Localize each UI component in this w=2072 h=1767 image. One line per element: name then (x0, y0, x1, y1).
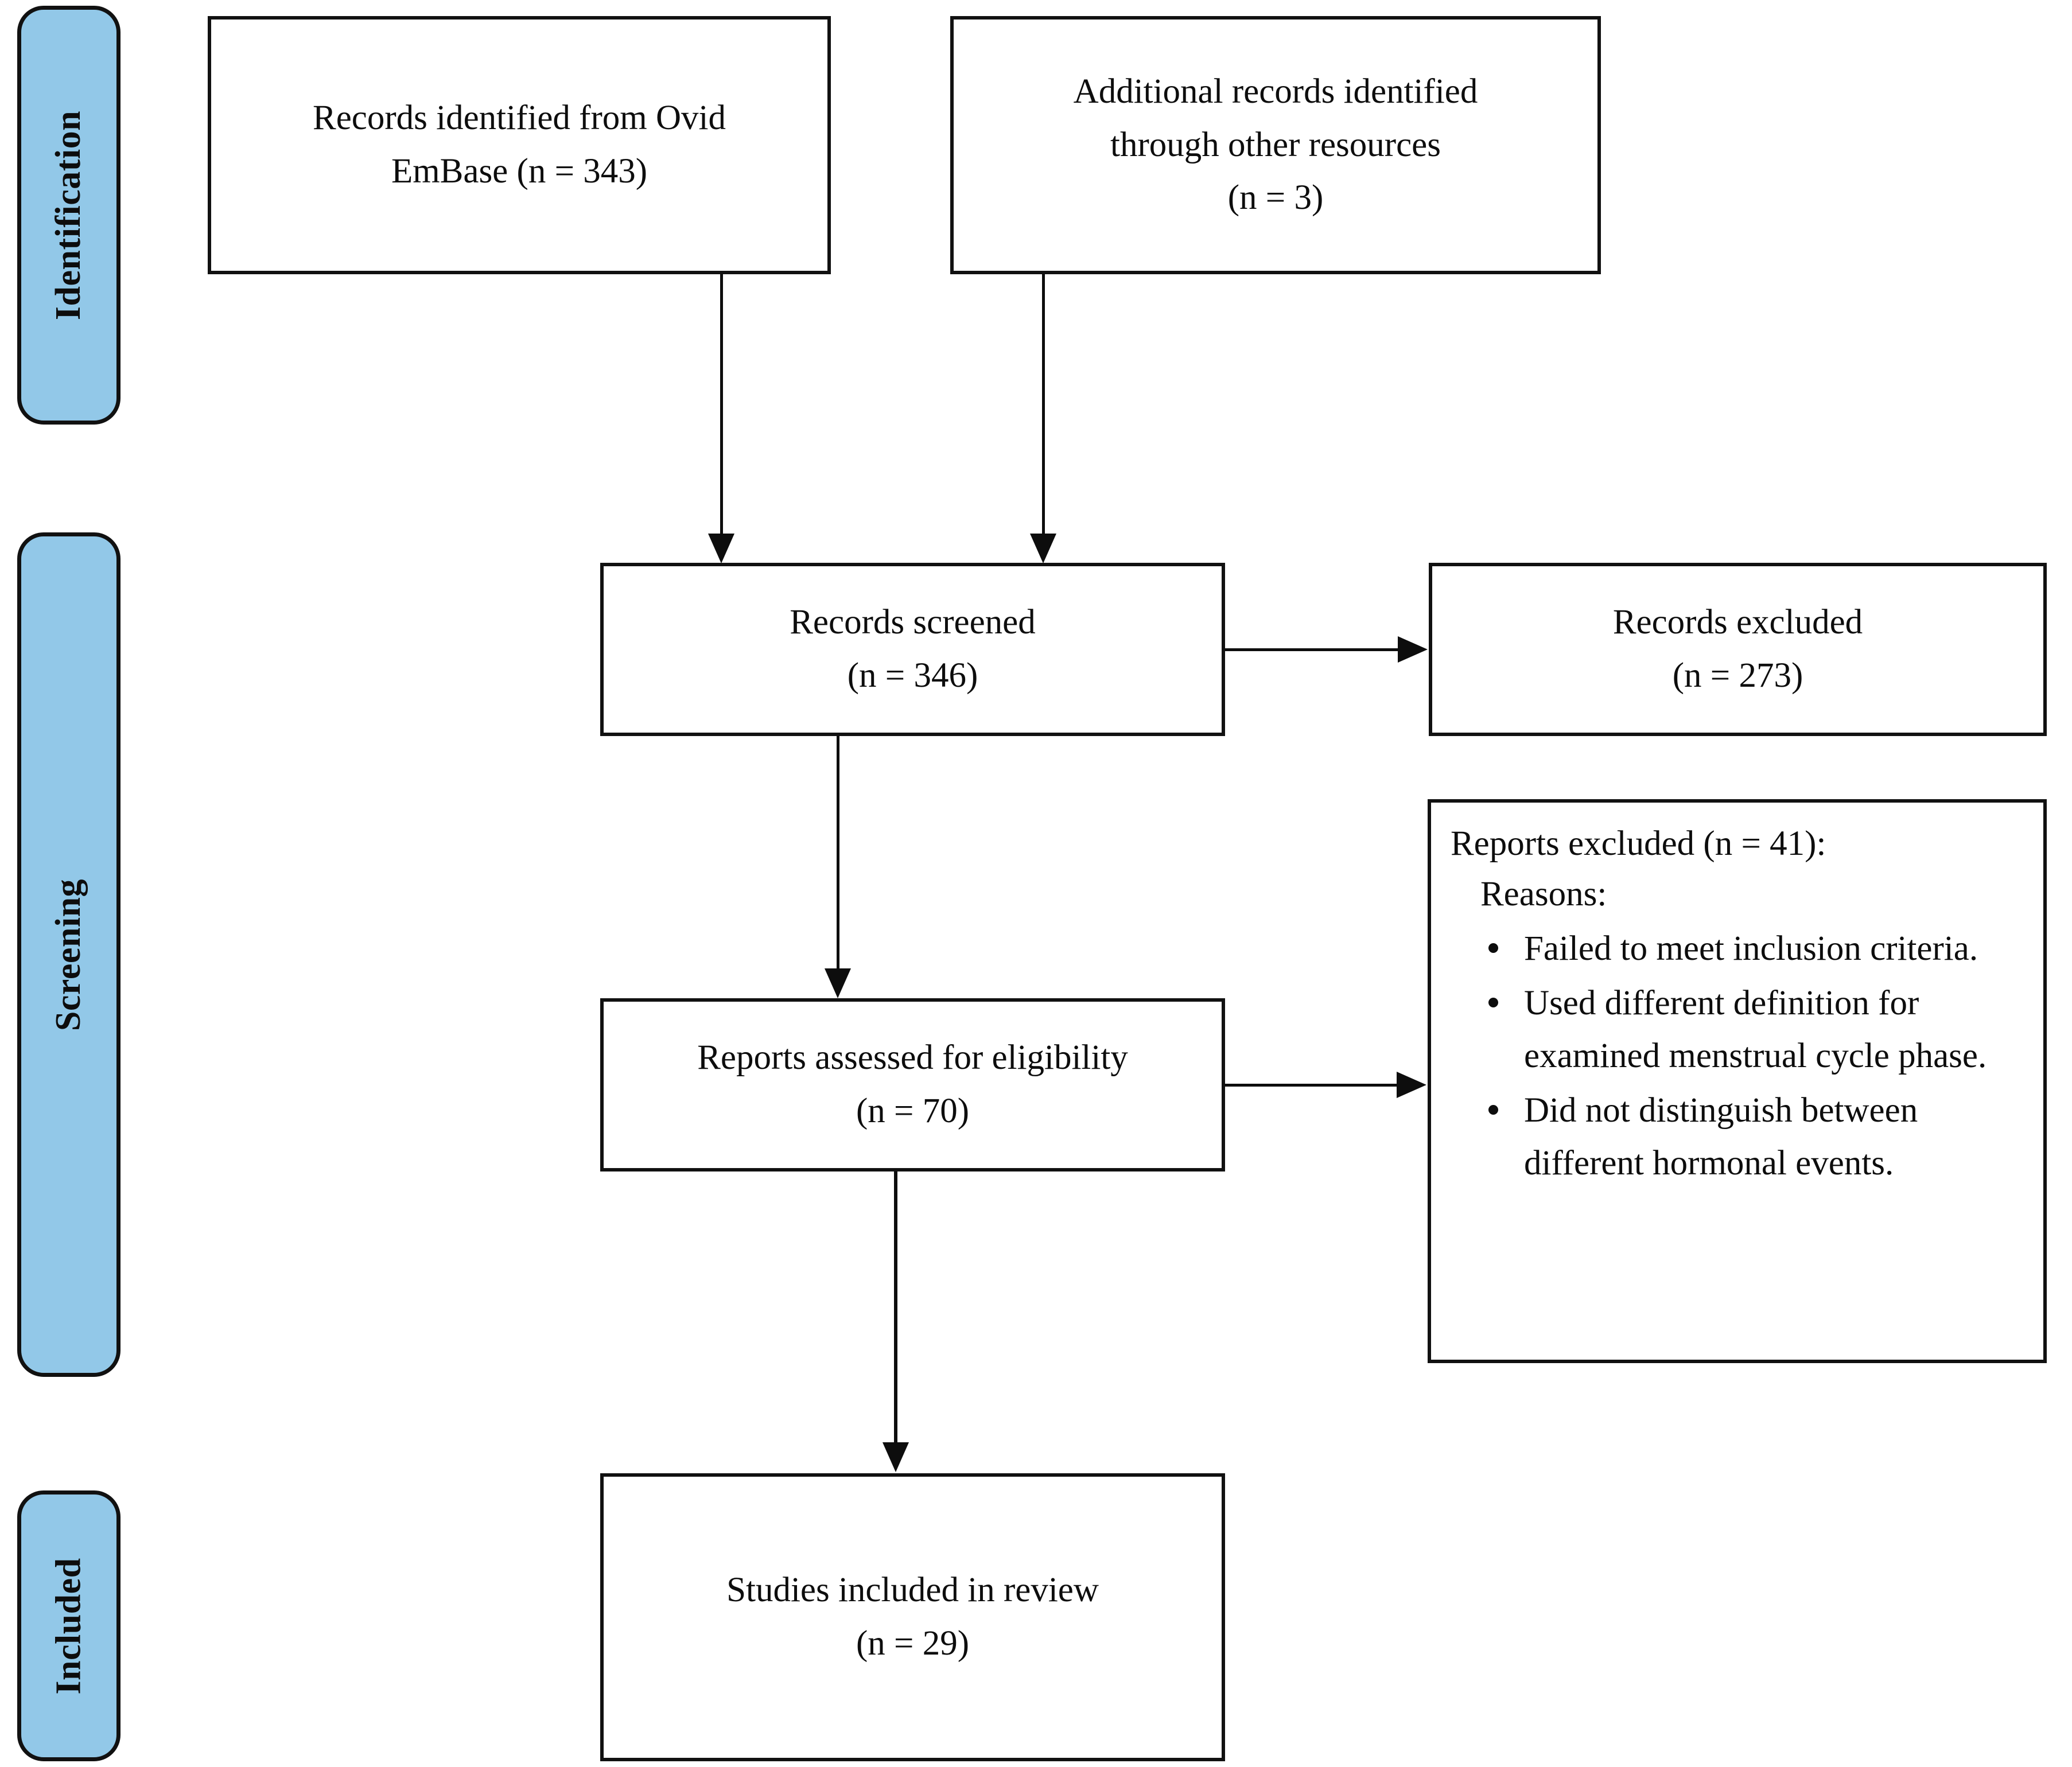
box-additional-records-line2: through other resources (1110, 125, 1441, 164)
box-reports-excluded-subtitle: Reasons: (1480, 875, 1607, 914)
arrowhead-screened-to-assessed (825, 968, 851, 998)
phase-bar-identification: Identification (17, 6, 120, 425)
bullet-icon (1488, 998, 1498, 1008)
box-additional-records: Additional records identified through ot… (950, 16, 1601, 274)
box-additional-records-line3: (n = 3) (1227, 178, 1324, 217)
box-records-screened-line1: Records screened (790, 603, 1036, 642)
box-studies-included-text: Studies included in review (n = 29) (726, 1564, 1099, 1670)
box-records-screened-line2: (n = 346) (847, 656, 978, 695)
reports-excluded-reason-list: Failed to meet inclusion criteria. Used … (1451, 923, 2026, 1190)
connector-screened-to-records-excluded (1225, 648, 1399, 651)
bullet-icon (1488, 1105, 1498, 1115)
box-records-identified-line1: Records identified from Ovid (313, 99, 726, 138)
arrowhead-screened-to-records-excluded (1398, 636, 1428, 663)
box-reports-assessed-line1: Reports assessed for eligibility (697, 1038, 1128, 1077)
box-additional-records-text: Additional records identified through ot… (1074, 65, 1478, 225)
arrowhead-identified-to-screened (708, 534, 734, 563)
box-records-identified: Records identified from Ovid EmBase (n =… (208, 16, 831, 274)
connector-screened-to-assessed (837, 736, 839, 968)
bullet-icon (1488, 943, 1498, 953)
box-additional-records-line1: Additional records identified (1073, 72, 1478, 111)
phase-bar-screening: Screening (17, 532, 120, 1377)
phase-label-identification: Identification (49, 110, 88, 320)
box-studies-included: Studies included in review (n = 29) (600, 1473, 1225, 1761)
list-item: Failed to meet inclusion criteria. (1488, 923, 2026, 975)
arrowhead-assessed-to-reports-excluded (1397, 1072, 1426, 1098)
box-reports-assessed: Reports assessed for eligibility (n = 70… (600, 998, 1225, 1171)
box-records-excluded-text: Records excluded (n = 273) (1613, 596, 1863, 702)
box-records-excluded: Records excluded (n = 273) (1429, 563, 2047, 736)
list-item: Used different definition for examined m… (1488, 977, 2026, 1082)
box-studies-included-line2: (n = 29) (856, 1624, 970, 1663)
box-records-excluded-line1: Records excluded (1612, 603, 1863, 642)
box-records-screened: Records screened (n = 346) (600, 563, 1225, 736)
reason-text: Used different definition for examined m… (1524, 984, 1987, 1075)
connector-assessed-to-reports-excluded (1225, 1084, 1398, 1087)
box-reports-excluded: Reports excluded (n = 41): Reasons: Fail… (1428, 799, 2047, 1363)
reason-text: Failed to meet inclusion criteria. (1524, 929, 1978, 968)
connector-additional-to-screened (1042, 274, 1045, 534)
arrowhead-assessed-to-included (883, 1442, 909, 1472)
box-records-identified-text: Records identified from Ovid EmBase (n =… (313, 92, 726, 198)
box-reports-assessed-line2: (n = 70) (856, 1092, 970, 1130)
box-reports-assessed-text: Reports assessed for eligibility (n = 70… (697, 1032, 1128, 1138)
phase-label-included: Included (49, 1557, 88, 1695)
box-records-identified-line2: EmBase (n = 343) (391, 152, 648, 190)
list-item: Did not distinguish between different ho… (1488, 1084, 2026, 1189)
phase-label-screening: Screening (49, 878, 88, 1031)
box-reports-excluded-title: Reports excluded (n = 41): (1451, 824, 1826, 863)
connector-assessed-to-included (894, 1171, 897, 1442)
connector-identified-to-screened (720, 274, 723, 534)
box-records-screened-text: Records screened (n = 346) (790, 596, 1036, 702)
box-records-excluded-line2: (n = 273) (1672, 656, 1803, 695)
phase-bar-included: Included (17, 1490, 120, 1761)
reason-text: Did not distinguish between different ho… (1524, 1091, 1918, 1182)
box-studies-included-line1: Studies included in review (726, 1571, 1099, 1610)
arrowhead-additional-to-screened (1030, 534, 1056, 563)
